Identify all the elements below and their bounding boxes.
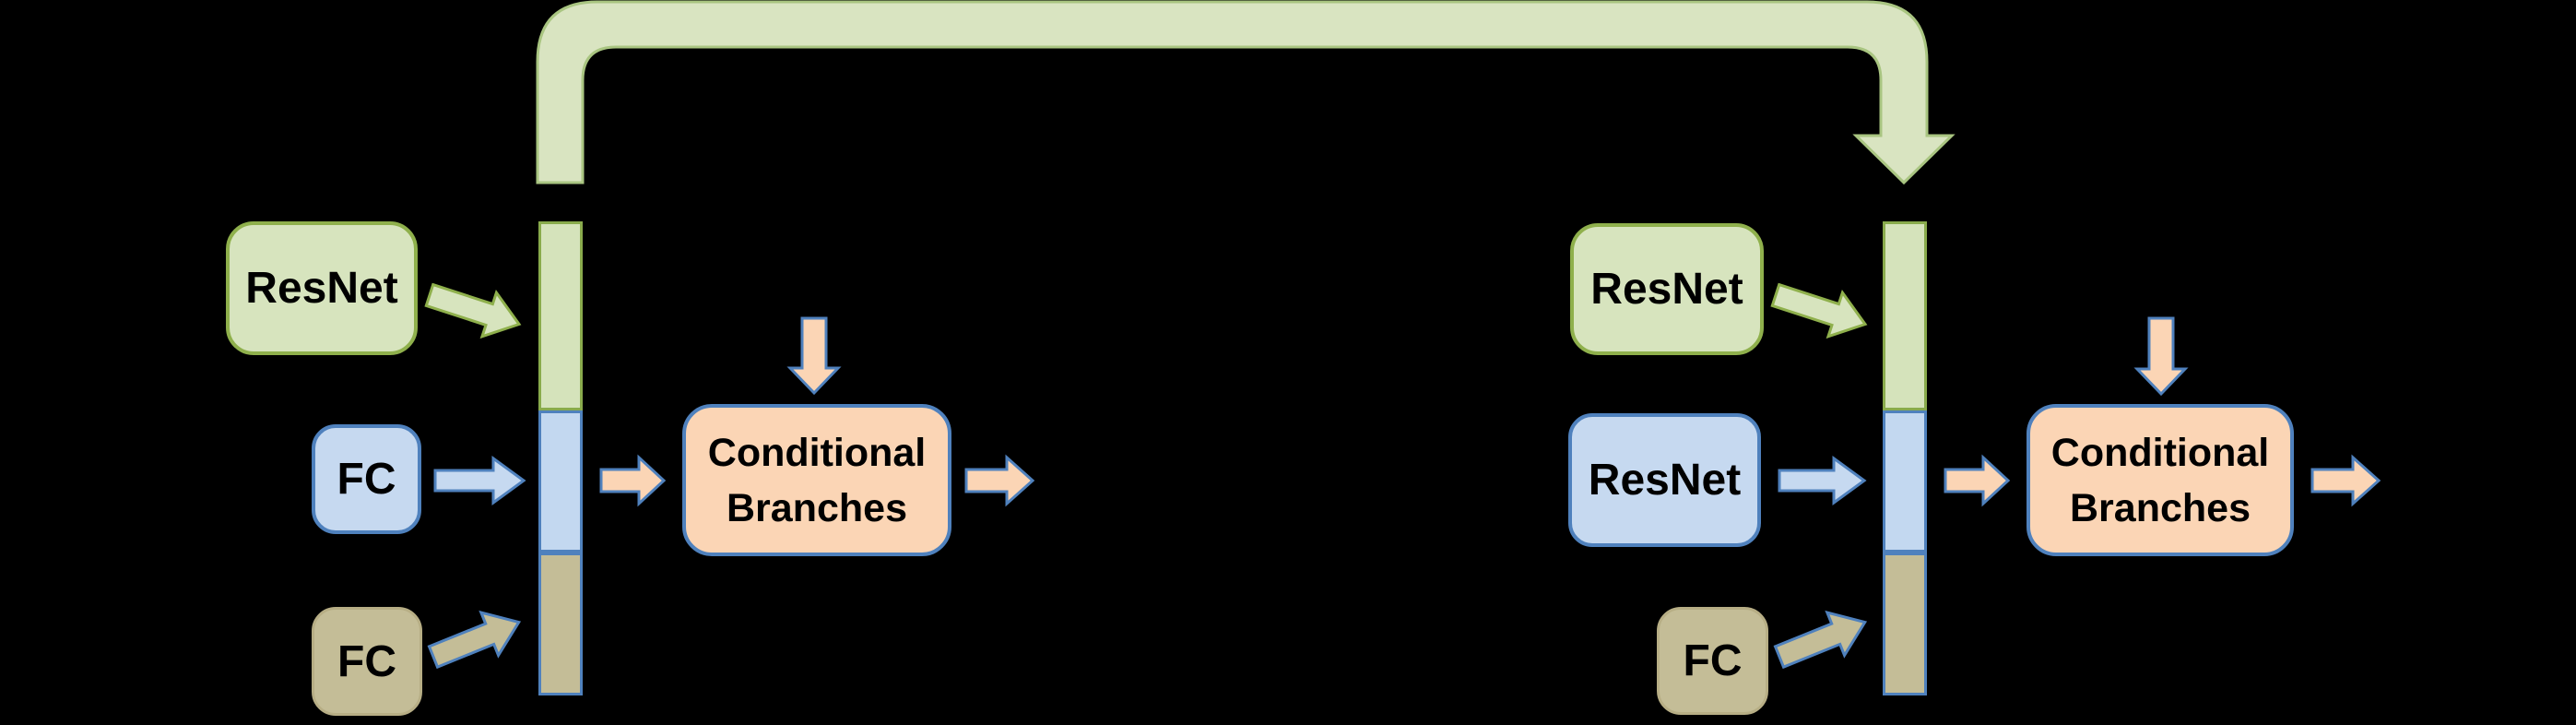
fusion-bar-segment-green <box>538 221 583 410</box>
resnet-box: ResNet <box>1570 223 1764 355</box>
fc-box: FC <box>312 607 422 716</box>
resnet-box: ResNet <box>1568 413 1761 547</box>
module-input-down-arrow <box>786 316 842 396</box>
fusion-bar-segment-green <box>1883 221 1927 410</box>
fc-label: FC <box>337 636 396 686</box>
resnet-to-bar-arrow <box>424 282 522 339</box>
resnet-to-bar-arrow <box>1770 282 1868 339</box>
fusion-bar-segment-tan <box>1883 553 1927 695</box>
module-output-arrow <box>964 454 1035 507</box>
resnet-to-bar-arrow <box>1778 456 1867 505</box>
fusion-bar-segment-blue <box>1883 410 1927 553</box>
fc-label: FC <box>337 455 396 504</box>
fc-box: FC <box>1657 607 1768 715</box>
skip-connection-elbow-arrow <box>536 0 1956 185</box>
conditional-branches-box: Conditional Branches <box>682 404 951 556</box>
module-input-down-arrow <box>2133 316 2189 397</box>
resnet-label: ResNet <box>1590 265 1743 314</box>
fc-to-bar-arrow <box>1773 610 1868 670</box>
bar-to-module-arrow <box>599 454 667 507</box>
conditional-branches-label: Conditional Branches <box>2050 430 2270 530</box>
resnet-box: ResNet <box>226 221 418 355</box>
fc-box: FC <box>312 424 421 534</box>
resnet-label: ResNet <box>1588 456 1742 505</box>
fusion-bar-segment-blue <box>538 410 583 553</box>
resnet-label: ResNet <box>245 264 398 313</box>
bar-to-module-arrow <box>1944 454 2011 507</box>
conditional-branches-label: Conditional Branches <box>707 430 927 530</box>
fc-label: FC <box>1683 636 1743 685</box>
fc-to-bar-arrow <box>427 610 522 670</box>
fusion-bar-segment-tan <box>538 553 583 695</box>
fc-to-bar-arrow <box>433 456 526 505</box>
conditional-branches-box: Conditional Branches <box>2027 404 2294 556</box>
module-output-arrow <box>2310 454 2381 507</box>
